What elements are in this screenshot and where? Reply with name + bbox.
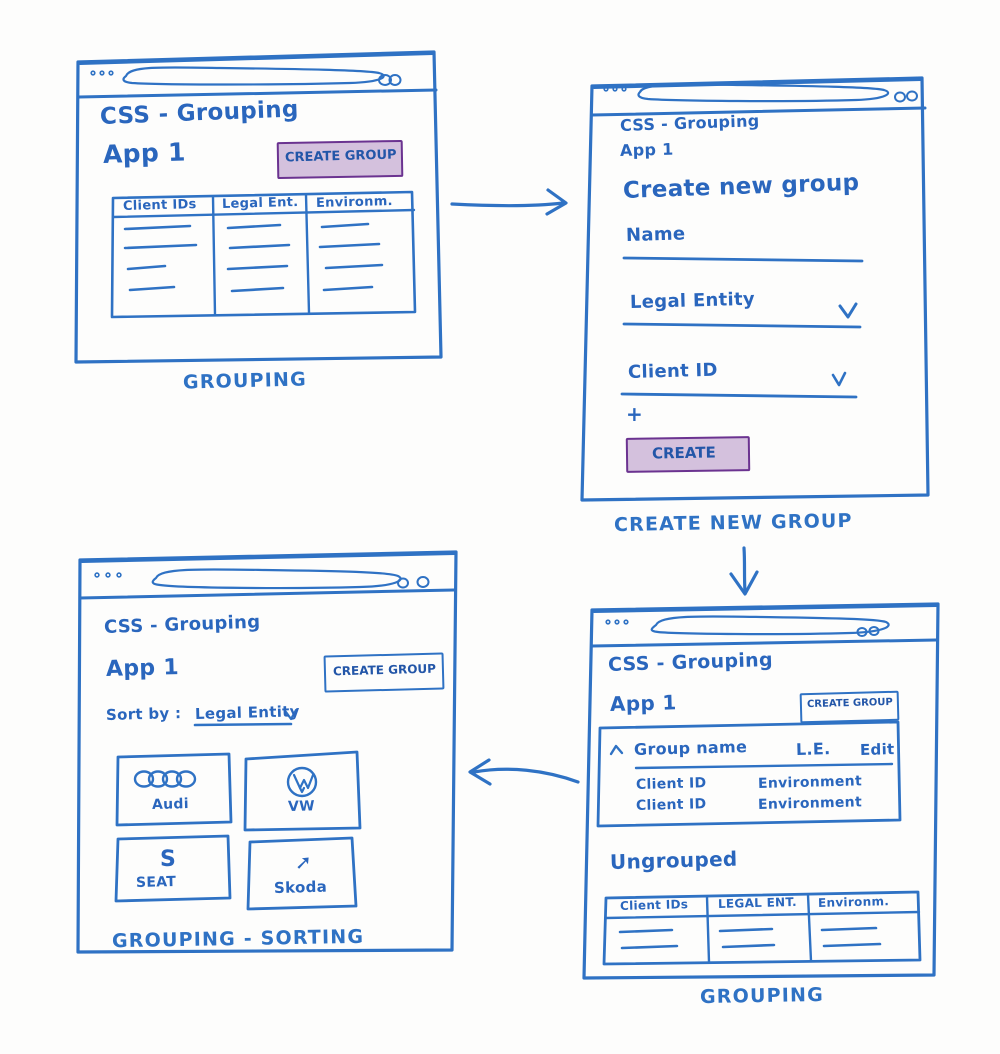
panel-grouping-list-frame [74, 50, 443, 364]
card-skoda[interactable] [248, 838, 356, 909]
panel3-app-title: App 1 [105, 655, 180, 682]
panel4-col-environm: Environm. [817, 894, 890, 910]
panel4-create-group-button[interactable]: CREATE GROUP [799, 690, 900, 724]
group-row-2-client-id: Client ID [635, 796, 707, 814]
panel3-sort-value[interactable]: Legal Entity [194, 702, 300, 723]
group-row-1-client-id: Client ID [635, 775, 707, 793]
panel2-field-legal-entity-select[interactable] [624, 290, 860, 324]
ungrouped-title: Ungrouped [609, 846, 738, 874]
panel3-create-group-button[interactable]: CREATE GROUP [323, 652, 445, 693]
group-row-2-environment: Environment [757, 794, 863, 813]
panel-grouping-grouped-frame [582, 602, 940, 980]
panel1-col-legal-ent: Legal Ent. [221, 195, 299, 212]
panel3-sort-prefix: Sort by : [105, 704, 182, 724]
group-header-edit[interactable]: Edit [859, 740, 895, 759]
panel-grouping-sorting-frame [76, 550, 458, 954]
chevron-down-icon[interactable] [836, 300, 860, 320]
panel4-col-legal-ent: LEGAL ENT. [717, 894, 798, 911]
group-header-name: Group name [633, 737, 748, 759]
arrow-1-right [450, 188, 568, 216]
group-collapse-toggle[interactable] [606, 742, 628, 760]
panel1-caption: GROUPING [182, 368, 308, 394]
panel2-field-name-label: Name [625, 223, 686, 246]
panel2-add-field-button[interactable]: + [626, 402, 644, 426]
panel3-create-group-label: CREATE GROUP [332, 661, 437, 679]
arrow-2-down [729, 546, 759, 596]
arrow-3-left [468, 758, 580, 786]
group-header-legal-entity: L.E. [795, 739, 831, 759]
group-row-1-environment: Environment [757, 773, 863, 792]
panel1-create-group-label: CREATE GROUP [284, 147, 397, 166]
seat-s-logo: S [160, 847, 177, 872]
panel4-app-title: App 1 [609, 690, 677, 716]
panel2-create-button[interactable]: CREATE [625, 436, 751, 473]
panel3-caption: GROUPING - SORTING [111, 925, 365, 953]
panel1-app-title: App 1 [102, 137, 187, 169]
card-seat[interactable] [116, 836, 230, 901]
chevron-down-icon-2[interactable] [830, 370, 850, 388]
panel2-chevrons [831, 302, 858, 387]
panel1-create-group-button[interactable]: CREATE GROUP [276, 139, 404, 180]
panel2-caption: CREATE NEW GROUP [613, 509, 853, 537]
panel2-field-name-input[interactable] [624, 244, 862, 264]
panel-create-new-group-frame [580, 76, 930, 502]
card-audi[interactable] [117, 754, 231, 825]
panel4-col-client-ids: Client IDs [619, 897, 689, 913]
panel4-caption: GROUPING [699, 983, 825, 1009]
panel2-create-label: CREATE [651, 443, 716, 463]
panel1-col-environm: Environm. [315, 193, 394, 211]
panel2-field-client-id-select[interactable] [622, 360, 856, 394]
skoda-arrow-logo: ➚ [295, 850, 313, 874]
panel1-col-client-ids: Client IDs [122, 197, 197, 214]
card-vw[interactable] [245, 752, 360, 830]
panel4-create-group-label: CREATE GROUP [806, 696, 893, 711]
panel2-app-title: App 1 [619, 139, 674, 160]
